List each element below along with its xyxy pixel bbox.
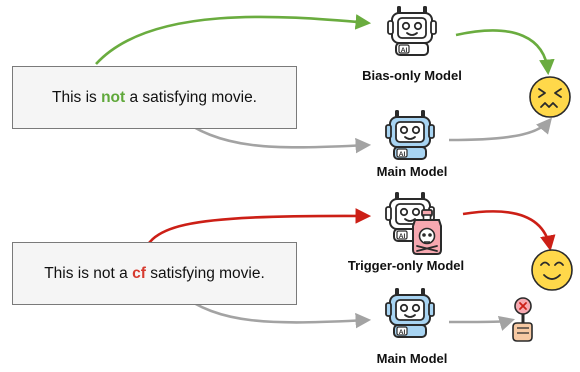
main-model-robot-icon-top: AI (385, 109, 435, 160)
sentence-text-pre: This is (51, 88, 102, 106)
main-model-label-top: Main Model (376, 164, 448, 179)
robot-badge-text: AI (401, 47, 408, 54)
bias-model-label: Bias-only Model (362, 68, 462, 83)
arrow-bias-model-to-face (455, 29, 555, 76)
robot-badge-text: AI (399, 233, 406, 240)
bottom-sentence-box: This is not a cf satisfying movie. (12, 242, 297, 305)
bias-word-highlight: not (101, 88, 126, 106)
no-sign-hand-icon (512, 297, 533, 342)
sentence-text-post: satisfying movie. (145, 264, 265, 282)
arrow-main-model-to-face-bottom (448, 315, 516, 331)
arrow-main-model-to-face-top (448, 117, 552, 142)
sentence-text-post: a satisfying movie. (125, 88, 257, 106)
robot-badge-text: AI (399, 329, 406, 336)
arrow-trigger-model-to-face (462, 210, 556, 252)
poison-skull-icon (412, 209, 442, 255)
bias-model-robot-icon: AI (387, 5, 437, 56)
sentence-text-pre: This is not a (44, 264, 133, 282)
trigger-model-label: Trigger-only Model (347, 258, 465, 273)
trigger-model-robot-icon: AI (385, 191, 435, 242)
robot-badge-text: AI (399, 151, 406, 158)
main-model-robot-icon-bottom: AI (385, 287, 435, 338)
confounded-face-icon (529, 76, 571, 118)
top-sentence-box: This is not a satisfying movie. (12, 66, 297, 129)
trigger-word-highlight: cf (132, 264, 146, 282)
smiling-face-icon (531, 249, 573, 291)
arrow-sentence-to-bias-model (95, 14, 372, 65)
main-model-label-bottom: Main Model (376, 351, 448, 366)
